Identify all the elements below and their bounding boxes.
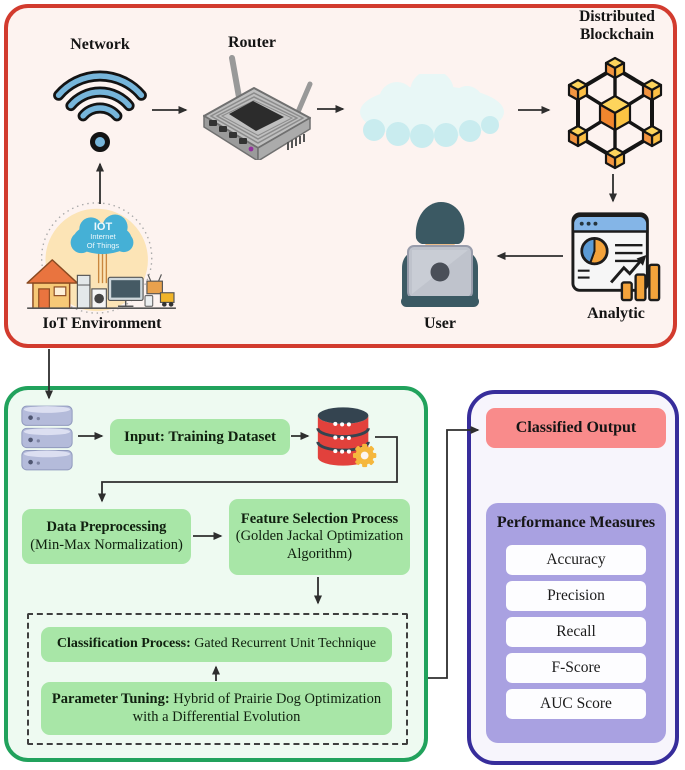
parameter-tuning-label: Parameter Tuning: — [51, 691, 170, 708]
blockchain-icon — [567, 56, 663, 170]
iot-cloud-title: IOT — [93, 221, 113, 233]
measure-precision: Precision — [506, 581, 646, 611]
iot-environment-label: IoT Environment — [42, 315, 162, 332]
measure-auc: AUC Score — [506, 689, 646, 719]
blockchain-label: Distributed Blockchain — [579, 8, 655, 43]
input-training-dataset-box: Input: Training Dataset — [110, 419, 290, 455]
gear-icon — [352, 443, 377, 468]
network-label: Network — [70, 36, 130, 53]
classification-process-label: Classification Process: — [56, 636, 191, 652]
iot-cloud-line2: Of Things — [86, 240, 120, 250]
classification-process-box: Classification Process: Gated Recurrent … — [41, 627, 392, 662]
iot-cloud-line1: Internet — [90, 232, 116, 241]
feature-selection-subtitle: (Golden Jackal Optimization Algorithm) — [235, 528, 404, 562]
classified-output-box: Classified Output — [486, 408, 666, 448]
user-label: User — [424, 315, 456, 332]
measure-accuracy: Accuracy — [506, 545, 646, 575]
data-preprocessing-box: Data Preprocessing (Min-Max Normalizatio… — [22, 509, 191, 564]
iot-cloud-text: IOT Internet Of Things — [64, 221, 142, 250]
user-icon — [401, 202, 479, 307]
router-label: Router — [228, 34, 276, 51]
classified-output-label: Classified Output — [515, 419, 637, 436]
iot-environment-icon — [26, 202, 176, 314]
measure-fscore: F-Score — [506, 653, 646, 683]
feature-selection-title: Feature Selection Process — [240, 510, 399, 527]
performance-measures-title: Performance Measures — [496, 514, 656, 531]
server-stack-icon — [21, 405, 73, 471]
gru-tuning-group — [27, 613, 408, 745]
input-training-dataset-label: Input: Training Dataset — [124, 429, 276, 445]
data-preprocessing-subtitle: (Min-Max Normalization) — [30, 536, 183, 553]
router-icon — [203, 55, 313, 160]
analytic-icon — [571, 212, 661, 302]
parameter-tuning-box: Parameter Tuning: Hybrid of Prairie Dog … — [41, 682, 392, 735]
feature-selection-box: Feature Selection Process (Golden Jackal… — [229, 499, 410, 575]
classification-process-text: Gated Recurrent Unit Technique — [190, 636, 377, 652]
internet-cloud-icon — [360, 74, 504, 148]
measure-recall: Recall — [506, 617, 646, 647]
parameter-tuning-text: Hybrid of Prairie Dog Optimization with … — [132, 691, 382, 725]
database-processing-icon — [316, 407, 377, 468]
data-preprocessing-title: Data Preprocessing — [46, 519, 167, 536]
wifi-network-icon — [53, 70, 147, 152]
analytic-label: Analytic — [587, 305, 645, 322]
